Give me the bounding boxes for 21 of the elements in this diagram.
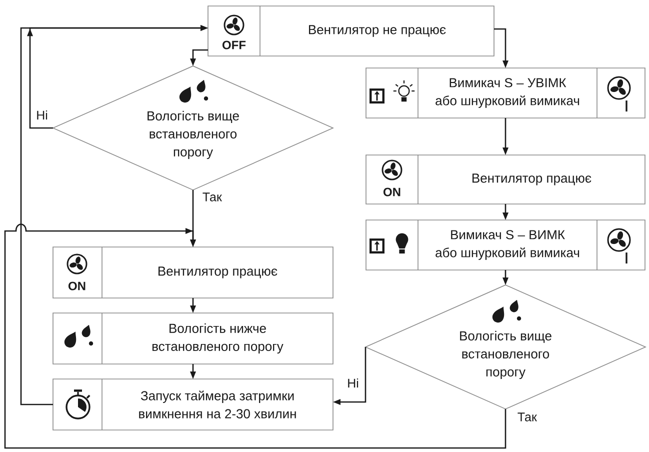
status-label: ON [68,282,86,290]
arrow [20,25,208,406]
arrow [190,364,196,379]
process-box: Вологість нижче встановленого порогу [52,312,334,364]
arrow [502,204,508,220]
status-label: ON [383,188,400,196]
process-box: Запуск таймера затримки вимкнення на 2-30 хвилин [52,378,334,430]
edge-label: Так [201,191,224,203]
status-label: OFF [222,40,246,50]
arrow [190,298,196,313]
arrow [190,49,208,66]
arrow [502,118,508,155]
arrow [4,224,506,449]
arrow [502,270,508,285]
edge-label: Ні [34,109,50,121]
edge-label: Так [516,411,538,423]
process-box: Вимикач S – ВИМК або шнурковий вимикач [366,220,646,270]
arrow [333,346,366,405]
arrow [494,28,508,68]
process-box: Вимикач S – УВІМК або шнурковий вимикач [366,68,646,118]
edge-label: Ні [346,377,360,389]
